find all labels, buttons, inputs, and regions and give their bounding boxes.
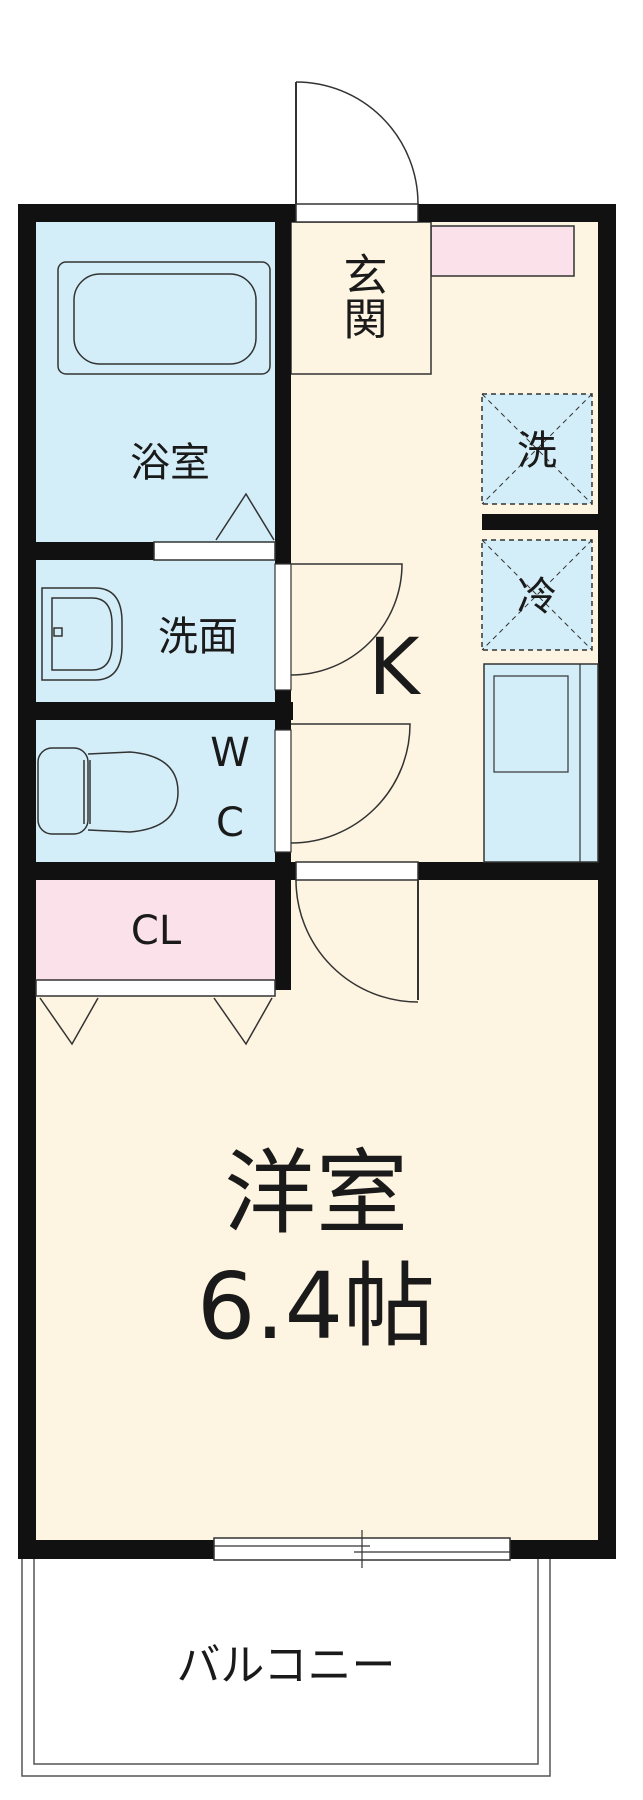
- kitchen-label: K: [368, 623, 421, 713]
- entrance-shoe-box: [430, 225, 575, 277]
- washbasin: [41, 587, 123, 681]
- balcony: [21, 1559, 551, 1777]
- walls: [18, 204, 616, 1559]
- entrance-door[interactable]: [295, 81, 419, 223]
- toilet-bowl: [37, 747, 179, 835]
- fridge-space: [481, 539, 593, 651]
- balcony-window: [213, 1530, 511, 1568]
- washer-label: 洗: [517, 428, 557, 474]
- washroom-label: 洗面: [158, 614, 238, 660]
- closet-label: CL: [131, 908, 182, 954]
- toilet-label-w: W: [210, 730, 250, 776]
- toilet-door[interactable]: [274, 723, 411, 853]
- bathtub: [57, 261, 271, 375]
- toilet-floor: [36, 720, 275, 862]
- closet-floor: [36, 880, 275, 980]
- western-room-door[interactable]: [295, 861, 419, 1003]
- western-room-size: 6.4帖: [197, 1253, 435, 1360]
- bathroom-floor: [36, 222, 275, 542]
- washroom-floor: [36, 560, 275, 702]
- western-room-label: 洋室: [224, 1140, 408, 1247]
- bath-door[interactable]: [153, 492, 276, 561]
- bathroom-label: 浴室: [130, 440, 210, 486]
- fridge-label: 冷: [517, 574, 557, 620]
- closet-door[interactable]: [35, 979, 276, 1046]
- washroom-door[interactable]: [274, 563, 403, 691]
- washing-machine-space: [481, 393, 593, 505]
- entrance-label: 玄関: [336, 252, 387, 340]
- toilet-label-c: C: [216, 800, 244, 846]
- balcony-label: バルコニー: [176, 1640, 395, 1691]
- kitchen-counter: [483, 663, 599, 863]
